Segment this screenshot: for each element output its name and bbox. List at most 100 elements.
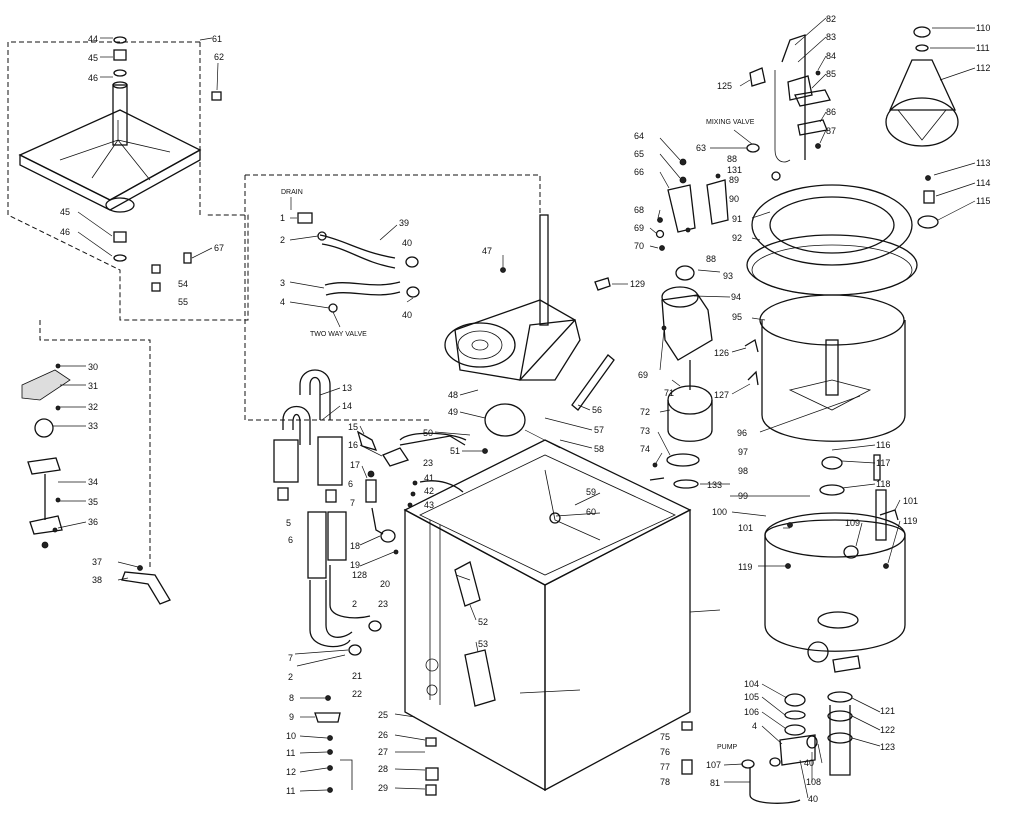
part-label-46: 46 [60,227,70,237]
part-label-85: 85 [826,69,836,79]
part-label-45: 45 [60,207,70,217]
part-label-93: 93 [723,271,733,281]
part-label-63: 63 [696,143,706,153]
bottom-left-fasteners [299,695,353,793]
valve-hoses-group [356,425,467,567]
part-label-22: 22 [352,689,362,699]
part-label-58: 58 [594,444,604,454]
part-label-105: 105 [744,692,759,702]
part-label-95: 95 [732,312,742,322]
part-label-107: 107 [706,760,721,770]
part-label-127: 127 [714,390,729,400]
part-label-54: 54 [178,279,188,289]
two-way-valve-note: TWO WAY VALVE [310,331,367,338]
part-label-111: 111 [976,43,990,53]
part-label-86: 86 [826,107,836,117]
part-label-101: 101 [903,496,918,506]
part-label-17: 17 [350,460,360,470]
part-label-94: 94 [731,292,741,302]
part-label-45: 45 [88,53,98,63]
part-label-8: 8 [289,693,294,703]
part-label-43: 43 [424,500,434,510]
part-label-40: 40 [804,758,814,768]
part-label-51: 51 [450,446,460,456]
part-label-47: 47 [482,246,492,256]
part-label-42: 42 [424,486,434,496]
part-label-121: 121 [880,706,895,716]
part-label-18: 18 [350,541,360,551]
part-label-53: 53 [478,639,488,649]
part-label-57: 57 [594,425,604,435]
part-label-115: 115 [976,196,990,206]
part-label-87: 87 [826,126,836,136]
part-label-78: 78 [660,777,670,787]
part-label-73: 73 [640,426,650,436]
part-label-23: 23 [378,599,388,609]
part-label-116: 116 [876,440,890,450]
part-label-119: 119 [738,562,752,572]
part-number-labels: 44 45 46 61 62 45 46 67 54 55 30 31 32 3… [60,14,990,804]
part-label-61: 61 [212,34,222,44]
part-label-56: 56 [592,405,602,415]
part-label-131: 131 [727,165,742,175]
part-label-114: 114 [976,178,990,188]
part-label-2: 2 [352,599,357,609]
part-label-26: 26 [378,730,388,740]
part-label-70: 70 [634,241,644,251]
part-label-11: 11 [286,748,295,758]
agitator-assembly [885,26,976,229]
part-label-40: 40 [402,238,412,248]
part-label-129: 129 [630,279,645,289]
part-label-7: 7 [350,498,355,508]
part-label-65: 65 [634,149,644,159]
part-label-96: 96 [737,428,747,438]
part-label-41: 41 [424,473,434,483]
part-label-77: 77 [660,762,670,772]
part-label-14: 14 [342,401,352,411]
part-label-62: 62 [214,52,224,62]
part-label-90: 90 [729,194,739,204]
lid-switch-assembly [21,320,171,605]
part-label-13: 13 [342,383,352,393]
part-label-84: 84 [826,51,836,61]
part-label-59: 59 [586,487,596,497]
part-label-44: 44 [88,34,98,44]
base-plate-assembly [7,36,249,321]
part-label-71: 71 [664,388,674,398]
part-label-48: 48 [448,390,458,400]
part-label-122: 122 [880,725,895,735]
part-label-19: 19 [350,560,360,570]
part-label-69: 69 [638,370,648,380]
part-label-9: 9 [289,712,294,722]
nut-44 [113,36,127,44]
part-label-106: 106 [744,707,759,717]
part-label-32: 32 [88,402,98,412]
part-label-1: 1 [280,213,285,223]
outer-tub-assembly [731,184,918,442]
part-label-76: 76 [660,747,670,757]
part-label-91: 91 [732,214,742,224]
part-label-99: 99 [738,491,748,501]
part-label-110: 110 [976,23,990,33]
part-label-108: 108 [806,777,821,787]
part-label-38: 38 [92,575,102,585]
part-label-133: 133 [707,480,722,490]
part-label-75: 75 [660,732,670,742]
part-label-33: 33 [88,421,98,431]
part-label-55: 55 [178,297,188,307]
part-label-3: 3 [280,278,285,288]
part-label-83: 83 [826,32,836,42]
part-label-125: 125 [717,81,732,91]
part-label-11: 11 [286,786,295,796]
part-label-12: 12 [286,767,296,777]
part-label-98: 98 [738,466,748,476]
part-label-66: 66 [634,167,644,177]
part-label-123: 123 [880,742,895,752]
part-label-100: 100 [712,507,727,517]
part-label-89: 89 [729,175,739,185]
part-label-31: 31 [88,381,98,391]
part-label-28: 28 [378,764,388,774]
part-label-37: 37 [92,557,102,567]
part-label-101: 101 [738,523,753,533]
